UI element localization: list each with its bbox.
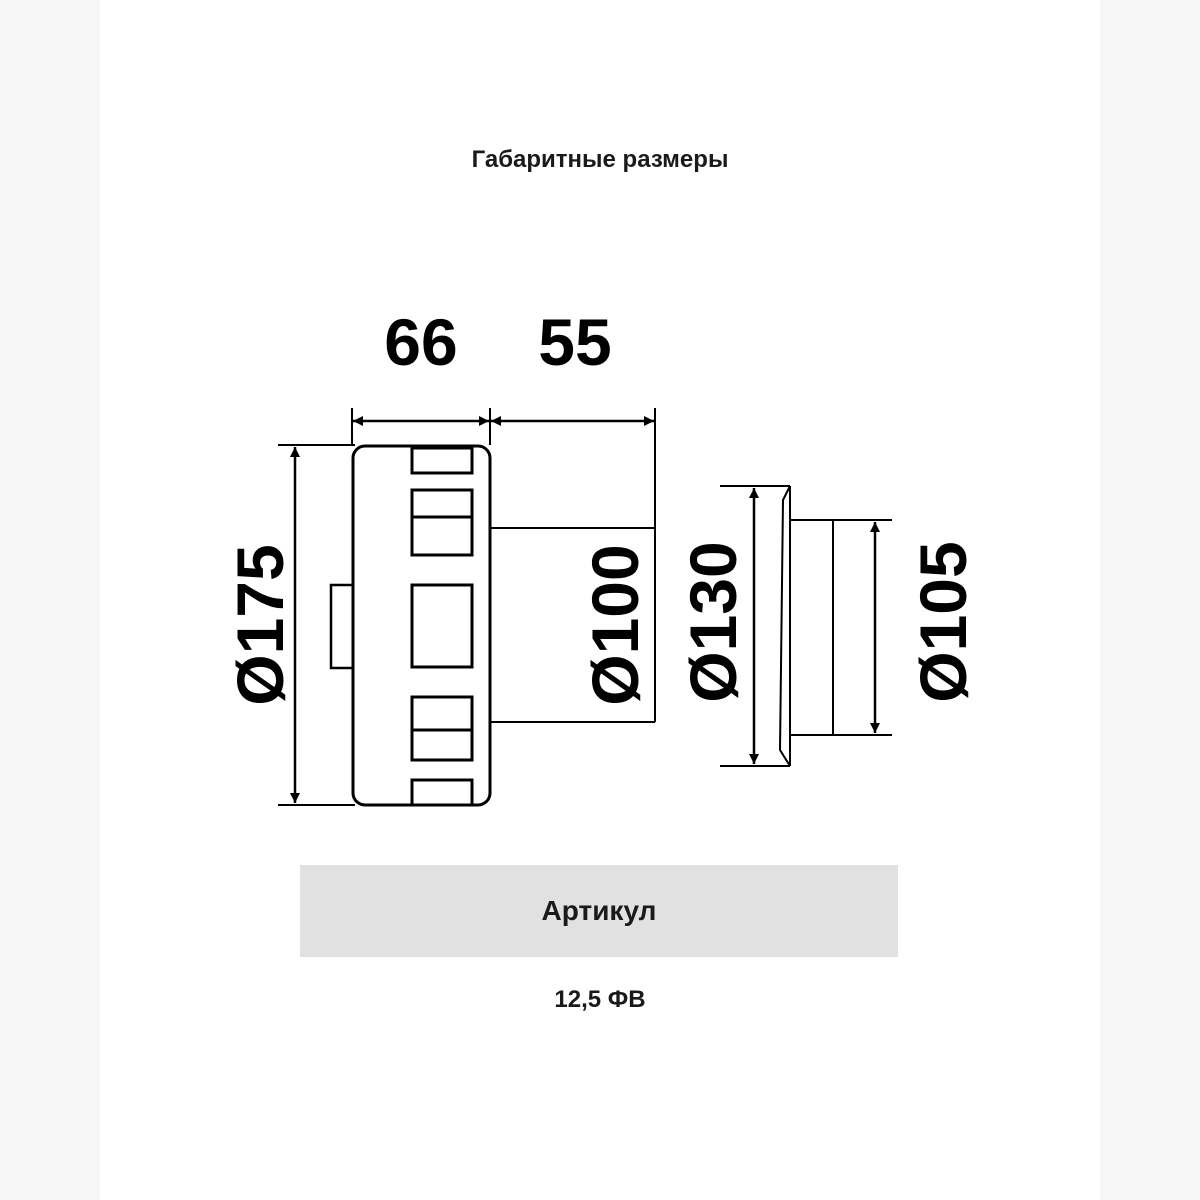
page-title: Габаритные размеры [471, 146, 729, 173]
dim-flange-diameter: Ø130 [676, 541, 750, 702]
article-value: 12,5 ФВ [554, 986, 646, 1013]
dim-body-width: 66 [384, 305, 457, 379]
article-label-box: Артикул [300, 865, 898, 957]
article-label: Артикул [541, 895, 657, 926]
dim-tube-diameter: Ø105 [906, 541, 980, 702]
dim-pipe-diameter: Ø100 [578, 544, 652, 705]
fan-body [329, 444, 492, 807]
outlet-pipe [490, 408, 656, 723]
dim-body-diameter: Ø175 [223, 544, 297, 705]
dimension-arrows [290, 416, 880, 803]
flange-part [778, 485, 834, 767]
dim-pipe-length: 55 [538, 305, 611, 379]
content-panel [100, 0, 1100, 1200]
extension-lines [278, 408, 892, 806]
